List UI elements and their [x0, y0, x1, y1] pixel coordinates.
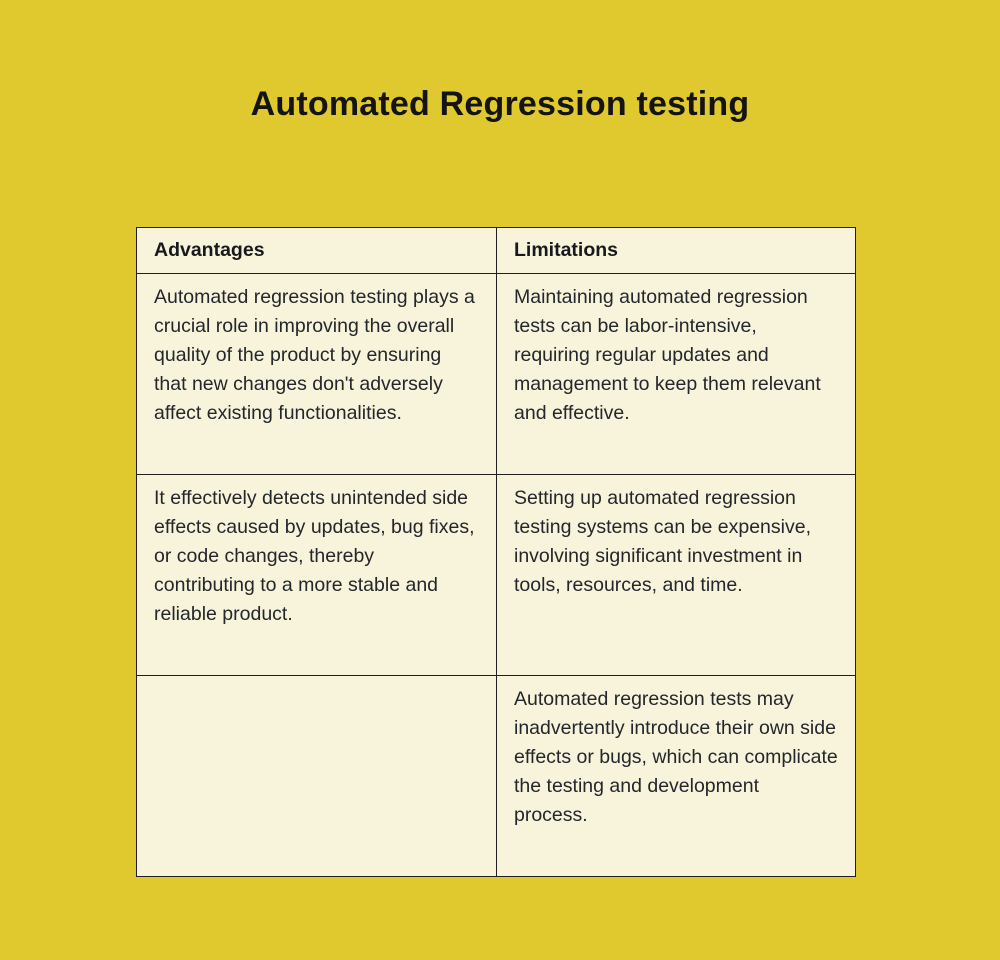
- table-row: It effectively detects unintended side e…: [136, 474, 856, 676]
- comparison-table: Advantages Limitations Automated regress…: [136, 227, 856, 877]
- table-row: Automated regression tests may inadverte…: [136, 675, 856, 877]
- page-title: Automated Regression testing: [250, 85, 750, 123]
- advantage-cell: It effectively detects unintended side e…: [136, 474, 497, 676]
- table-row: Automated regression testing plays a cru…: [136, 273, 856, 475]
- limitation-cell: Setting up automated regression testing …: [496, 474, 856, 676]
- limitation-cell: Automated regression tests may inadverte…: [496, 675, 856, 877]
- limitation-cell: Maintaining automated regression tests c…: [496, 273, 856, 475]
- column-header-advantages: Advantages: [136, 227, 497, 274]
- table-header-row: Advantages Limitations: [136, 227, 856, 274]
- advantage-cell-empty: [136, 675, 497, 877]
- advantage-cell: Automated regression testing plays a cru…: [136, 273, 497, 475]
- column-header-limitations: Limitations: [496, 227, 856, 274]
